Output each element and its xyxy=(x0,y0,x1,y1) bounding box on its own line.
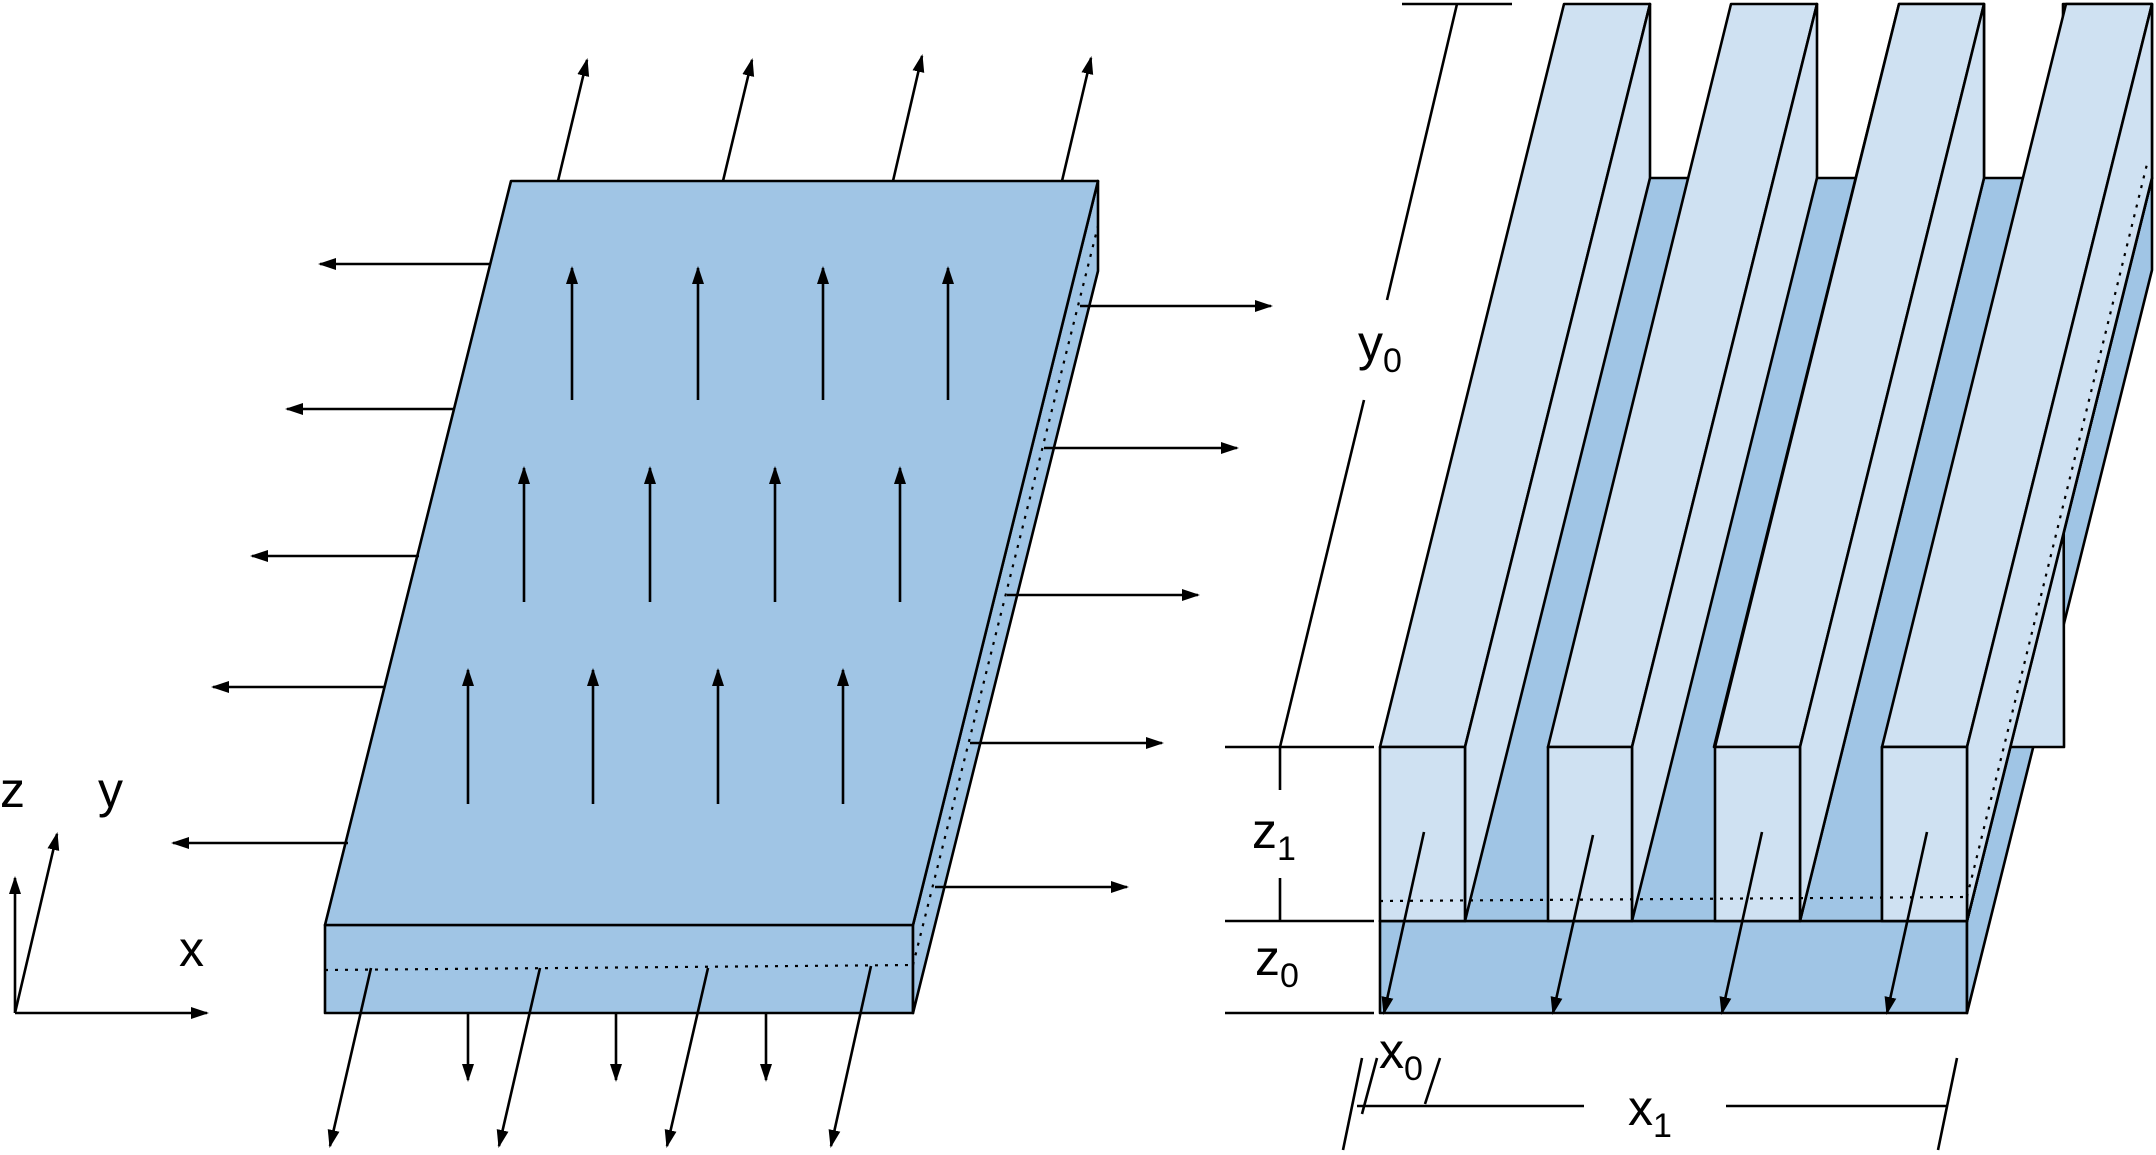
coordinate-axes: z y x xyxy=(0,762,209,1019)
arrow-down xyxy=(1719,831,1764,1015)
slab xyxy=(323,179,1100,1015)
slab-top-face xyxy=(323,179,1100,927)
x1-label: x1 xyxy=(1628,1080,1672,1145)
x0-left-tick xyxy=(1360,1057,1379,1115)
x0-label: x0 xyxy=(1379,1023,1423,1088)
z1-label: z1 xyxy=(1252,803,1296,868)
z-axis-label: z xyxy=(0,762,25,818)
base-slab-front-face xyxy=(1378,919,1969,1015)
x-axis-label: x xyxy=(179,921,204,977)
arrow-outward xyxy=(721,58,755,182)
fin xyxy=(1546,2,1819,923)
fin-front xyxy=(1546,745,1634,923)
slab-midplane-front xyxy=(324,963,914,972)
y-axis-label: y xyxy=(98,762,123,818)
right-edge-arrows xyxy=(935,300,1273,893)
arrow-down xyxy=(1884,831,1929,1015)
x1-right-tick xyxy=(1936,1057,1959,1151)
arrow-down xyxy=(1550,834,1595,1015)
fin xyxy=(1378,2,1652,923)
arrow-down xyxy=(327,967,373,1148)
z0-label: z0 xyxy=(1255,930,1299,995)
y0-label: y0 xyxy=(1358,315,1402,380)
arrow-down xyxy=(1381,831,1426,1015)
fin-front xyxy=(1713,745,1802,923)
bottom-arrows xyxy=(327,965,873,1148)
arrow-down xyxy=(828,965,873,1148)
arrow-outward xyxy=(556,58,590,182)
y0-dim-line-lower xyxy=(1278,399,1366,748)
y-axis-arrow xyxy=(13,832,60,1014)
arrow-outward xyxy=(1060,56,1094,182)
dimension-lines: y0 z1 z0 x0 x1 xyxy=(1225,2,1959,1151)
y0-dim-line-upper xyxy=(1385,3,1459,301)
left-edge-arrows xyxy=(171,258,490,849)
fin-midplane-side xyxy=(1965,159,2150,898)
back-edge-arrows xyxy=(556,54,1094,182)
fin xyxy=(1712,2,1986,923)
slab-front-face xyxy=(323,923,915,1015)
arrow-down xyxy=(664,967,710,1148)
x0-right-tick xyxy=(1423,1057,1442,1105)
x1-left-tick xyxy=(1341,1057,1364,1151)
arrow-outward xyxy=(891,54,925,182)
slab-midplane-side xyxy=(911,225,1100,966)
arrow-down xyxy=(496,967,542,1148)
in-plane-arrows xyxy=(462,266,954,804)
finned-structure xyxy=(1378,2,2154,1015)
fin-front xyxy=(1880,745,1969,923)
